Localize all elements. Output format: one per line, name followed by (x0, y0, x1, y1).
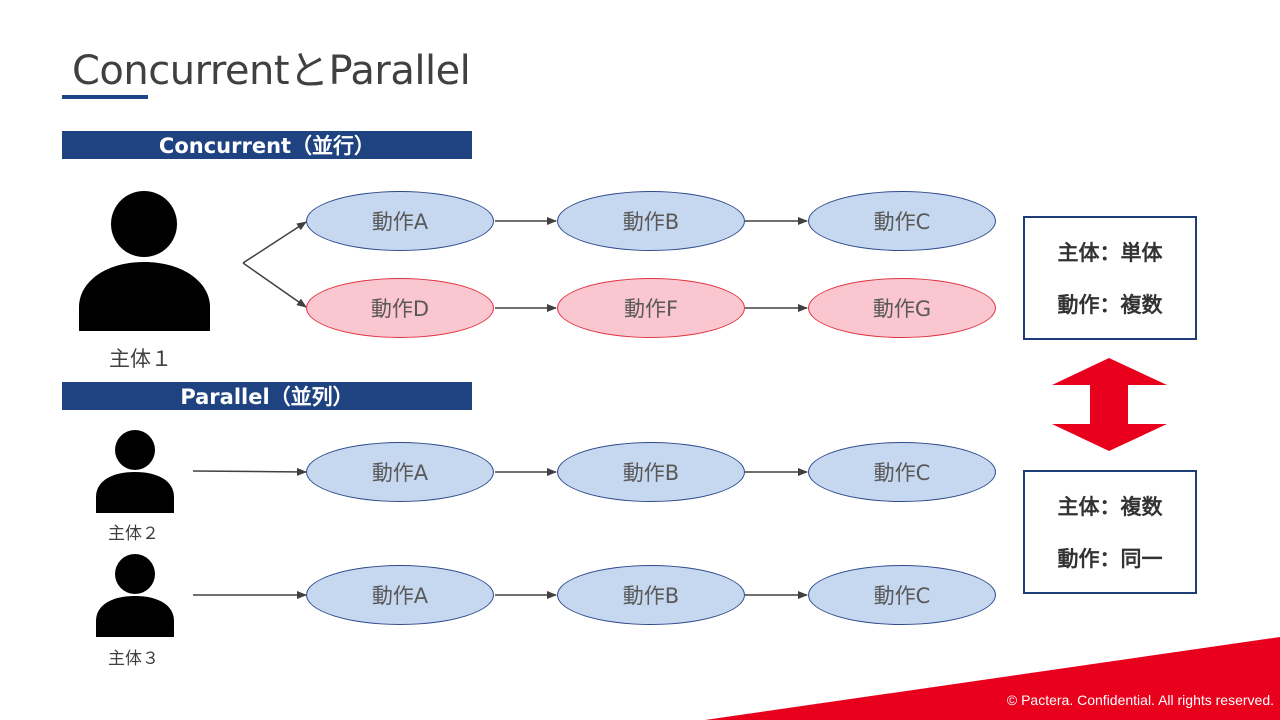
actor2-arrow (192, 467, 307, 476)
footer-copyright: © Pactera. Confidential. All rights rese… (1006, 692, 1274, 708)
double-arrow-icon (1052, 358, 1167, 451)
action-node: 動作G (808, 278, 996, 338)
actor-1-label: 主体１ (109, 347, 172, 371)
person-2-icon (96, 430, 174, 513)
person-1-icon (79, 191, 210, 331)
section-header-parallel: Parallel（並列） (62, 382, 472, 410)
summary-action-line: 動作：同一 (1057, 547, 1163, 571)
title-underline (62, 95, 148, 99)
action-node: 動作C (808, 191, 996, 251)
section-header-concurrent: Concurrent（並行） (62, 131, 472, 159)
summary-actor-line: 主体：複数 (1057, 495, 1163, 519)
page-title: ConcurrentとParallel (72, 48, 471, 94)
action-node: 動作C (808, 565, 996, 625)
parallel-connectors (192, 467, 808, 599)
summary-actor-line: 主体：単体 (1057, 241, 1163, 265)
action-node: 動作A (306, 442, 494, 502)
action-node: 動作A (306, 191, 494, 251)
summary-box-parallel: 主体：複数 動作：同一 (1023, 470, 1197, 594)
summary-box-concurrent: 主体：単体 動作：複数 (1023, 216, 1197, 340)
actor-3-label: 主体３ (108, 649, 159, 669)
action-node: 動作D (306, 278, 494, 338)
action-node: 動作C (808, 442, 996, 502)
actor-2-label: 主体２ (108, 524, 159, 544)
action-node: 動作A (306, 565, 494, 625)
footer-band (705, 637, 1280, 720)
action-node: 動作B (557, 442, 745, 502)
action-node: 動作B (557, 565, 745, 625)
action-node: 動作B (557, 191, 745, 251)
action-node: 動作F (557, 278, 745, 338)
branch-arrow-top (242, 221, 307, 264)
concurrent-connectors (242, 217, 808, 312)
summary-action-line: 動作：複数 (1057, 293, 1163, 317)
person-3-icon (96, 554, 174, 637)
branch-arrow-bottom (242, 262, 307, 308)
